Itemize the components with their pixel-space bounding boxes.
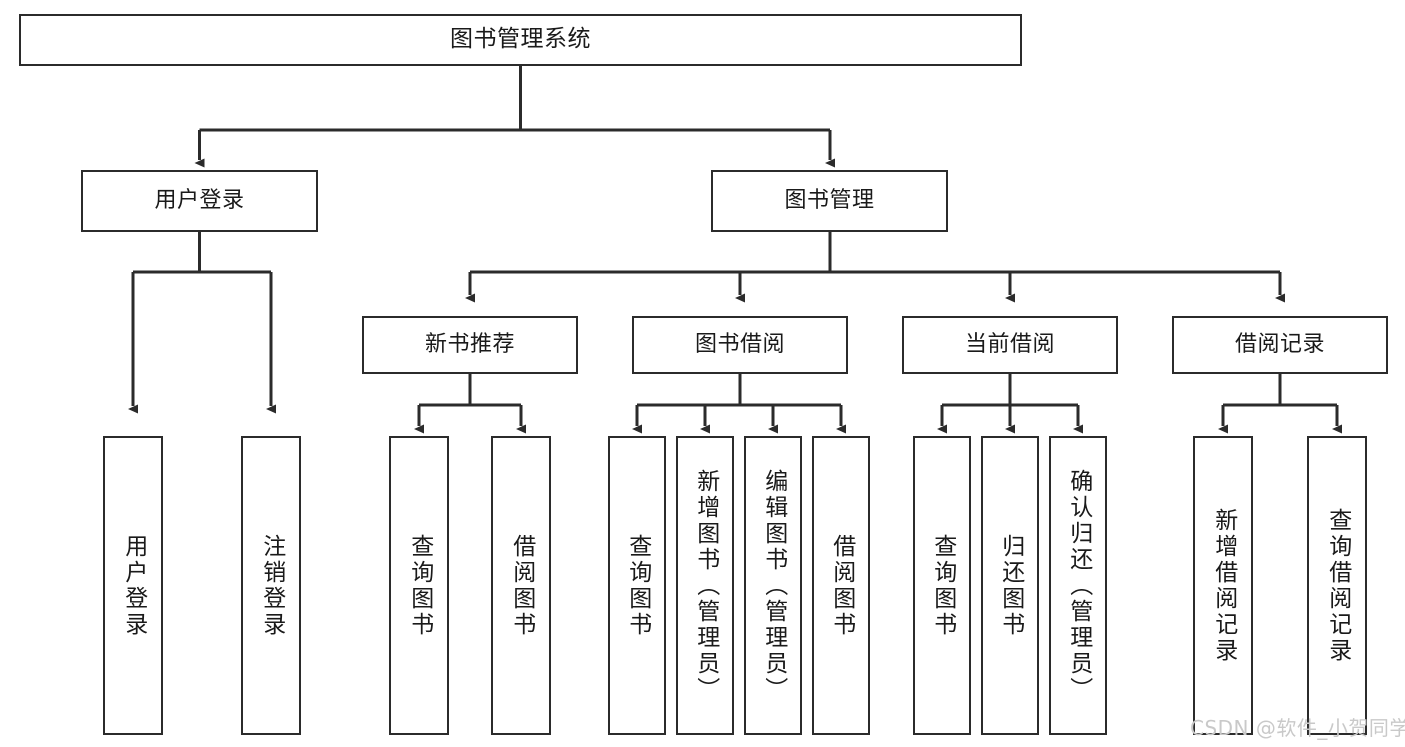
node-label: 借阅记录 xyxy=(1234,331,1325,357)
node-current-borrow[interactable]: 当前借阅 xyxy=(902,316,1118,374)
node-label: 确认归还（管理员） xyxy=(1065,468,1092,703)
node-label: 新增图书（管理员） xyxy=(692,468,719,703)
node-root-book-management-system[interactable]: 图书管理系统 xyxy=(19,14,1022,66)
node-label: 新增借阅记录 xyxy=(1210,507,1237,664)
node-new-book-recommend[interactable]: 新书推荐 xyxy=(362,316,578,374)
node-label: 编辑图书（管理员） xyxy=(760,468,787,703)
node-book-borrow[interactable]: 图书借阅 xyxy=(632,316,848,374)
node-book-management[interactable]: 图书管理 xyxy=(711,170,948,232)
node-label: 查询图书 xyxy=(406,533,433,638)
node-label: 新书推荐 xyxy=(424,331,515,357)
node-leaf-query-borrow-record[interactable]: 查询借阅记录 xyxy=(1307,436,1367,735)
node-borrow-record[interactable]: 借阅记录 xyxy=(1172,316,1388,374)
node-leaf-borrow-book-borrow[interactable]: 借阅图书 xyxy=(812,436,870,735)
node-leaf-user-login[interactable]: 用户登录 xyxy=(103,436,163,735)
node-leaf-logout-login[interactable]: 注销登录 xyxy=(241,436,301,735)
node-leaf-query-book-current[interactable]: 查询图书 xyxy=(913,436,971,735)
node-label: 用户登录 xyxy=(120,533,147,638)
node-label: 当前借阅 xyxy=(964,331,1055,357)
node-leaf-query-book-borrow[interactable]: 查询图书 xyxy=(608,436,666,735)
node-leaf-return-book[interactable]: 归还图书 xyxy=(981,436,1039,735)
node-label: 查询图书 xyxy=(624,533,651,638)
node-label: 注销登录 xyxy=(258,533,285,638)
node-label: 用户登录 xyxy=(154,187,245,213)
node-label: 图书借阅 xyxy=(694,331,785,357)
node-leaf-add-book-admin[interactable]: 新增图书（管理员） xyxy=(676,436,734,735)
node-label: 借阅图书 xyxy=(508,533,535,638)
node-label: 借阅图书 xyxy=(828,533,855,638)
node-label: 查询图书 xyxy=(929,533,956,638)
node-leaf-query-book-new[interactable]: 查询图书 xyxy=(389,436,449,735)
node-label: 查询借阅记录 xyxy=(1324,507,1351,664)
node-leaf-add-borrow-record[interactable]: 新增借阅记录 xyxy=(1193,436,1253,735)
node-leaf-borrow-book-new[interactable]: 借阅图书 xyxy=(491,436,551,735)
node-leaf-edit-book-admin[interactable]: 编辑图书（管理员） xyxy=(744,436,802,735)
node-label: 归还图书 xyxy=(997,533,1024,638)
node-label: 图书管理 xyxy=(784,187,875,213)
node-leaf-confirm-return-admin[interactable]: 确认归还（管理员） xyxy=(1049,436,1107,735)
csdn-watermark: CSDN @软件_小贺同学 xyxy=(1190,716,1405,740)
node-user-login[interactable]: 用户登录 xyxy=(81,170,318,232)
node-label: 图书管理系统 xyxy=(450,26,591,53)
